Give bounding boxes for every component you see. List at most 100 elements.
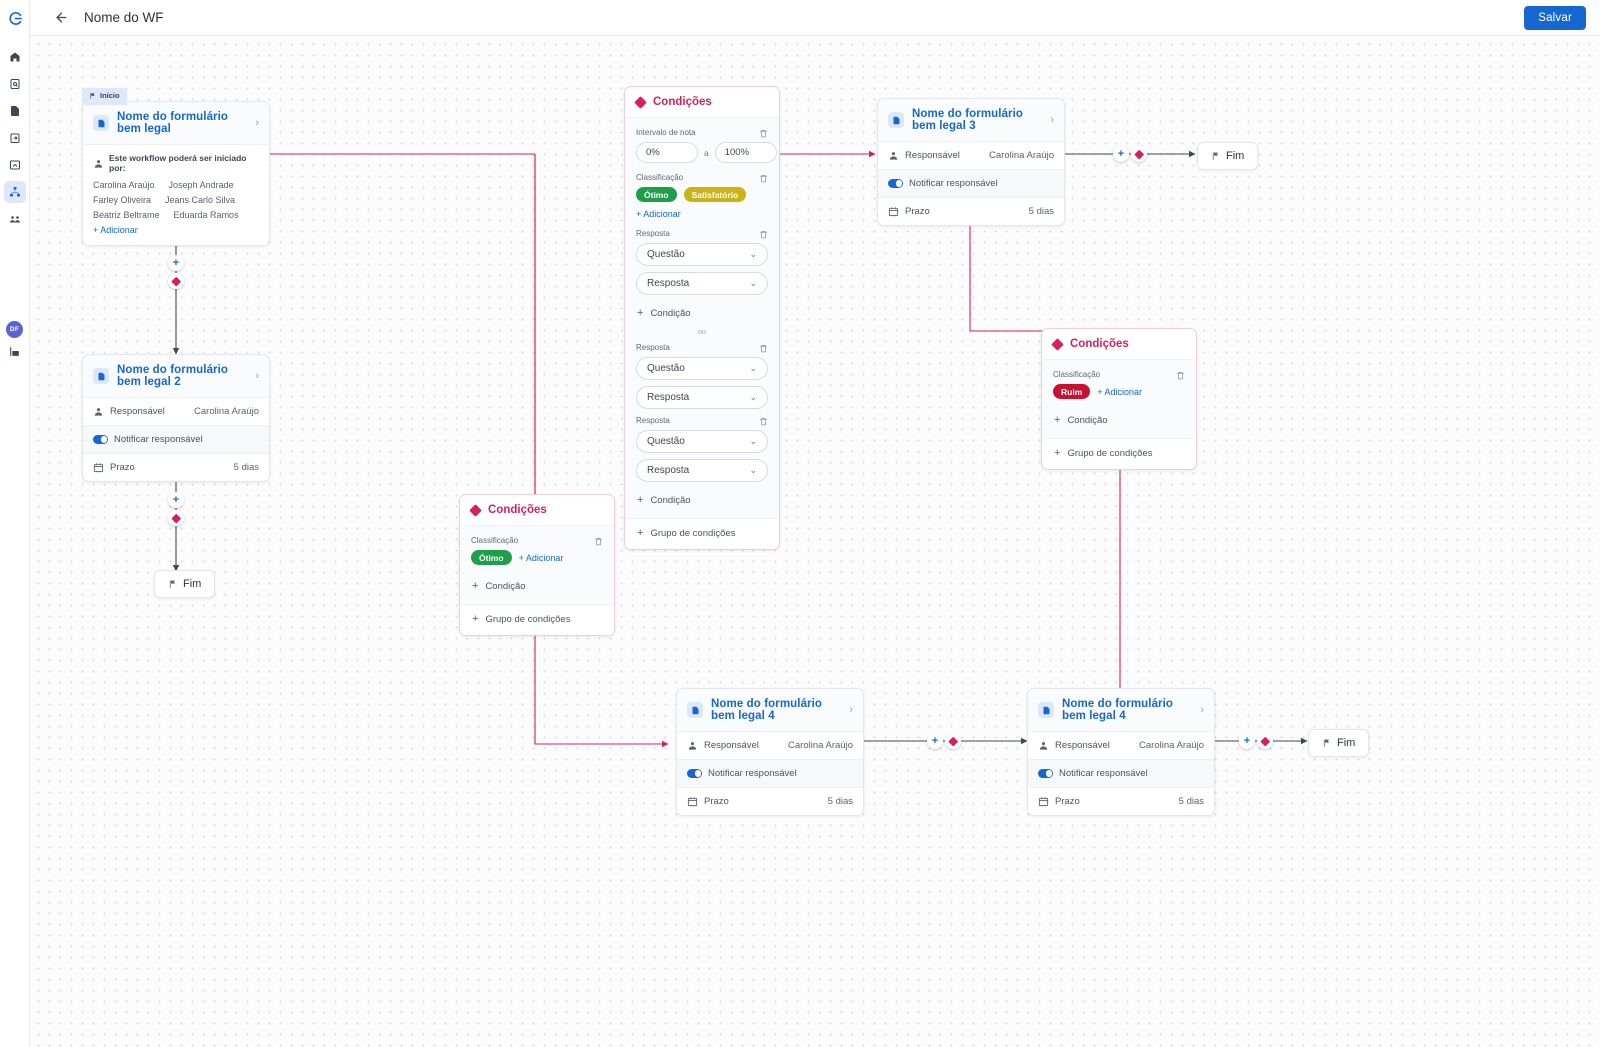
form-3-header[interactable]: Nome do formulário bem legal 3 ›: [878, 99, 1064, 141]
end-node-2[interactable]: Fim: [1197, 142, 1259, 170]
add-condition-button[interactable]: [1131, 146, 1147, 162]
add-starter-button[interactable]: + Adicionar: [93, 225, 138, 235]
interval-from-input[interactable]: [636, 142, 698, 163]
form-3-notify-row[interactable]: Notificar responsável: [878, 169, 1064, 197]
chevron-right-icon[interactable]: ›: [1050, 114, 1054, 126]
questao-select-1[interactable]: Questão ⌄: [636, 243, 768, 266]
chevron-right-icon[interactable]: ›: [255, 370, 259, 382]
add-step-button[interactable]: +: [927, 733, 943, 749]
form-4a-notify-row[interactable]: Notificar responsável: [677, 759, 863, 787]
node-form-4a[interactable]: Nome do formulário bem legal 4 › Respons…: [676, 688, 864, 816]
add-tag-button[interactable]: + Adicionar: [1097, 386, 1143, 397]
conditions-left-body[interactable]: Classificação Ótimo + Adicionar + Condiç…: [460, 525, 614, 604]
delete-icon[interactable]: [759, 172, 768, 183]
status-badge[interactable]: Ótimo: [636, 187, 677, 202]
conditions-main-body[interactable]: Intervalo de nota a Classificação: [625, 117, 779, 518]
add-condition-button[interactable]: [945, 733, 961, 749]
form-1-header[interactable]: Nome do formulário bem legal ›: [83, 102, 269, 144]
edge-controls-form2-end[interactable]: +: [168, 492, 184, 526]
questao-select-2[interactable]: Questão ⌄: [636, 357, 768, 380]
classificacao-tags[interactable]: Ótimo + Adicionar: [471, 550, 603, 565]
sidebar-item-tasks[interactable]: [4, 127, 26, 149]
add-tag-button[interactable]: + Adicionar: [636, 209, 681, 219]
resposta-select-2[interactable]: Resposta ⌄: [636, 386, 768, 409]
chevron-right-icon[interactable]: ›: [849, 704, 853, 716]
avatar[interactable]: DF: [6, 321, 23, 338]
delete-icon[interactable]: [759, 415, 768, 426]
end-node-1[interactable]: Fim: [154, 570, 216, 598]
conditions-right-footer[interactable]: + Grupo de condições: [1042, 438, 1196, 469]
delete-icon[interactable]: [1176, 369, 1185, 380]
notify-toggle[interactable]: [93, 435, 108, 444]
status-badge[interactable]: Satisfatório: [683, 187, 747, 202]
conditions-main-footer[interactable]: + Grupo de condições: [625, 518, 779, 549]
add-step-button[interactable]: +: [168, 255, 184, 271]
notify-group[interactable]: Notificar responsável: [888, 178, 1054, 189]
add-condicao-button-2[interactable]: + Condição: [636, 488, 768, 514]
chevron-right-icon[interactable]: ›: [255, 117, 259, 129]
analytics-icon[interactable]: [8, 345, 22, 359]
sidebar-item-reports[interactable]: [4, 154, 26, 176]
add-condicao-button[interactable]: + Condição: [1053, 408, 1185, 434]
edge-controls-form3-end[interactable]: +: [1113, 146, 1147, 162]
edge-controls-form1-form2[interactable]: +: [168, 255, 184, 289]
form-4a-header[interactable]: Nome do formulário bem legal 4 ›: [677, 689, 863, 731]
sidebar-item-documents[interactable]: [4, 100, 26, 122]
add-grupo-button[interactable]: + Grupo de condições: [471, 607, 603, 633]
add-step-button[interactable]: +: [168, 492, 184, 508]
status-badge[interactable]: Ótimo: [471, 550, 512, 565]
resposta-select-3[interactable]: Resposta ⌄: [636, 459, 768, 482]
back-arrow-icon[interactable]: [52, 9, 70, 27]
add-condition-button[interactable]: [1257, 733, 1273, 749]
add-condicao-button-1[interactable]: + Condição: [636, 301, 768, 327]
interval-to-input[interactable]: [714, 142, 777, 163]
add-grupo-button[interactable]: + Grupo de condições: [1053, 441, 1185, 467]
notify-toggle[interactable]: [687, 769, 702, 778]
workflow-canvas[interactable]: Início Nome do formulário bem legal › Es…: [30, 36, 1600, 1047]
save-button[interactable]: Salvar: [1524, 6, 1586, 30]
node-form-1[interactable]: Início Nome do formulário bem legal › Es…: [82, 88, 270, 246]
form-4b-notify-row[interactable]: Notificar responsável: [1028, 759, 1214, 787]
classificacao-tags[interactable]: Ótimo Satisfatório + Adicionar: [636, 187, 768, 219]
notify-group[interactable]: Notificar responsável: [93, 434, 259, 445]
conditions-left-footer[interactable]: + Grupo de condições: [460, 604, 614, 635]
sidebar-item-home[interactable]: [4, 46, 26, 68]
notify-group[interactable]: Notificar responsável: [687, 768, 853, 779]
app-logo[interactable]: [0, 0, 30, 36]
chevron-right-icon[interactable]: ›: [1200, 704, 1204, 716]
conditions-right-body[interactable]: Classificação Ruim + Adicionar + Condiçã…: [1042, 359, 1196, 438]
sidebar-item-workflows[interactable]: [3, 181, 26, 203]
add-step-button[interactable]: +: [1239, 733, 1255, 749]
notify-group[interactable]: Notificar responsável: [1038, 768, 1204, 779]
notify-toggle[interactable]: [1038, 769, 1053, 778]
questao-select-3[interactable]: Questão ⌄: [636, 430, 768, 453]
sidebar-item-search[interactable]: [4, 73, 26, 95]
sidebar-item-teams[interactable]: [4, 208, 26, 230]
notify-toggle[interactable]: [888, 179, 903, 188]
node-conditions-right[interactable]: Condições Classificação Ruim + Adicionar…: [1041, 328, 1197, 470]
node-form-4b[interactable]: Nome do formulário bem legal 4 › Respons…: [1027, 688, 1215, 816]
form-2-notify-row[interactable]: Notificar responsável: [83, 425, 269, 453]
node-conditions-left[interactable]: Condições Classificação Ótimo + Adiciona…: [459, 494, 615, 636]
end-node-3[interactable]: Fim: [1308, 729, 1370, 757]
form-4b-header[interactable]: Nome do formulário bem legal 4 ›: [1028, 689, 1214, 731]
node-form-3[interactable]: Nome do formulário bem legal 3 › Respons…: [877, 98, 1065, 226]
form-1-card[interactable]: Nome do formulário bem legal › Este work…: [82, 101, 270, 246]
delete-icon[interactable]: [759, 228, 768, 239]
node-conditions-main[interactable]: Condições Intervalo de nota a Classifica…: [624, 86, 780, 550]
node-form-2[interactable]: Nome do formulário bem legal 2 › Respons…: [82, 354, 270, 482]
add-condicao-button[interactable]: + Condição: [471, 574, 603, 600]
edge-controls-form4b-end[interactable]: +: [1239, 733, 1273, 749]
delete-icon[interactable]: [759, 342, 768, 353]
add-condition-button[interactable]: [168, 510, 184, 526]
add-grupo-button[interactable]: + Grupo de condições: [636, 521, 768, 547]
add-condition-button[interactable]: [168, 273, 184, 289]
edge-controls-form4a-form4b[interactable]: +: [927, 733, 961, 749]
status-badge[interactable]: Ruim: [1053, 384, 1091, 399]
add-step-button[interactable]: +: [1113, 146, 1129, 162]
form-2-header[interactable]: Nome do formulário bem legal 2 ›: [83, 355, 269, 397]
classificacao-tags[interactable]: Ruim + Adicionar: [1053, 384, 1185, 399]
add-tag-button[interactable]: + Adicionar: [518, 552, 564, 563]
delete-icon[interactable]: [594, 535, 603, 546]
delete-icon[interactable]: [759, 127, 768, 138]
